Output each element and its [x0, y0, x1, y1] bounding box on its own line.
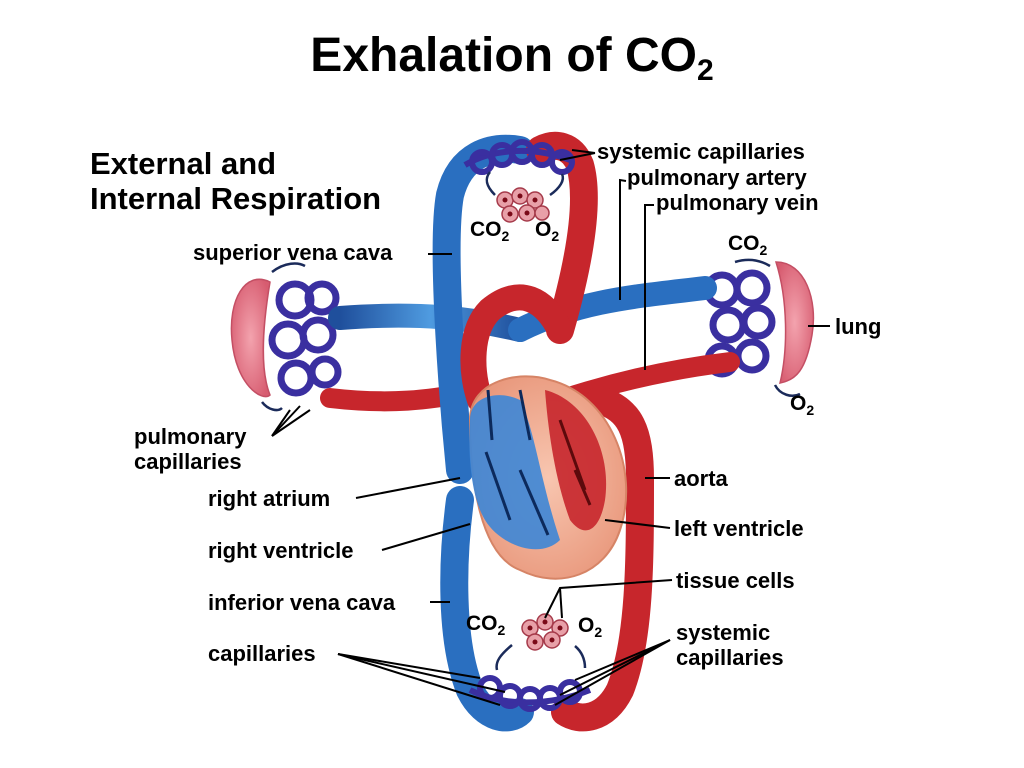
label-pulmonary-capillaries: pulmonary capillaries: [134, 424, 247, 474]
label-capillaries: capillaries: [208, 641, 316, 666]
top-systemic-capillary-net: [463, 139, 575, 175]
gas-co2-top: CO2: [470, 218, 510, 244]
gas-o2-top: O2: [535, 218, 560, 244]
label-systemic-capillaries-top: systemic capillaries: [597, 139, 805, 164]
label-aorta: aorta: [674, 466, 728, 491]
label-tissue-cells: tissue cells: [676, 568, 795, 593]
gas-o2-lung: O2: [790, 392, 815, 418]
tissue-cells-bottom: [521, 613, 569, 651]
label-lung: lung: [835, 314, 882, 339]
gas-arrows: [261, 171, 801, 671]
pulmonary-vein-right: [550, 352, 740, 410]
label-inferior-vena-cava: inferior vena cava: [208, 590, 396, 615]
label-superior-vena-cava: superior vena cava: [193, 240, 393, 265]
left-lung: [230, 278, 271, 398]
heart-flow-arrows: [484, 389, 550, 536]
label-pulmonary-artery: pulmonary artery: [627, 165, 807, 190]
gas-co2-bottom: CO2: [466, 612, 506, 638]
aortic-arch: [460, 284, 573, 413]
label-right-ventricle: right ventricle: [208, 538, 354, 563]
leader-lines: [271, 149, 830, 706]
tissue-cells-top: [496, 187, 550, 223]
gas-co2-lung: CO2: [728, 232, 768, 258]
diagram-heading: External and Internal Respiration: [90, 146, 382, 216]
page-title: Exhalation of CO2: [310, 29, 714, 87]
label-systemic-capillaries-bottom: systemic capillaries: [676, 620, 784, 670]
label-right-atrium: right atrium: [208, 486, 331, 511]
left-pulmonary-capillary-net: [268, 280, 342, 397]
label-pulmonary-vein: pulmonary vein: [656, 190, 819, 215]
right-lung: [774, 261, 815, 384]
gas-o2-bottom: O2: [578, 614, 603, 640]
label-left-ventricle: left ventricle: [674, 516, 804, 541]
